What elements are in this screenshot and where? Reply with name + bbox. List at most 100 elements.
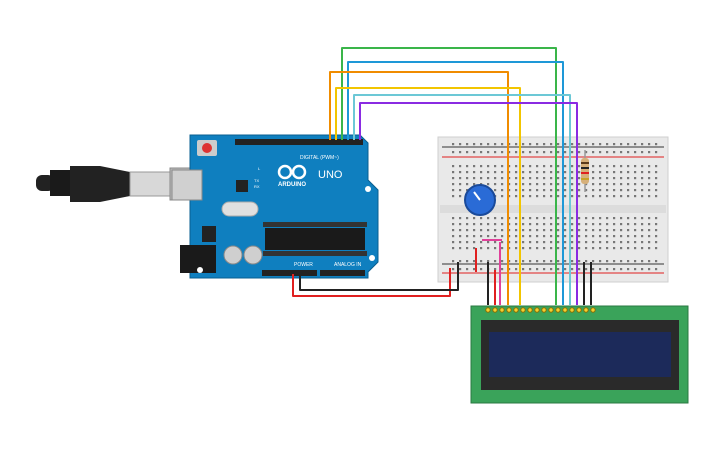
breadboard-hole[interactable] <box>543 189 546 192</box>
breadboard-hole[interactable] <box>536 165 539 168</box>
breadboard-hole[interactable] <box>613 241 616 244</box>
rail-hole[interactable] <box>634 260 637 263</box>
breadboard-hole[interactable] <box>620 189 623 192</box>
breadboard-hole[interactable] <box>515 223 518 226</box>
rail-hole[interactable] <box>452 151 455 154</box>
rail-hole[interactable] <box>634 268 637 271</box>
breadboard-hole[interactable] <box>452 177 455 180</box>
breadboard-hole[interactable] <box>606 247 609 250</box>
breadboard-hole[interactable] <box>606 171 609 174</box>
breadboard-hole[interactable] <box>606 223 609 226</box>
breadboard-hole[interactable] <box>508 241 511 244</box>
breadboard-hole[interactable] <box>571 183 574 186</box>
breadboard-hole[interactable] <box>564 223 567 226</box>
analog-header[interactable] <box>320 270 365 276</box>
breadboard-hole[interactable] <box>613 235 616 238</box>
breadboard-hole[interactable] <box>522 247 525 250</box>
breadboard-hole[interactable] <box>494 241 497 244</box>
breadboard-hole[interactable] <box>599 223 602 226</box>
breadboard-hole[interactable] <box>473 183 476 186</box>
breadboard-hole[interactable] <box>627 235 630 238</box>
breadboard-hole[interactable] <box>655 223 658 226</box>
breadboard-hole[interactable] <box>543 241 546 244</box>
breadboard-hole[interactable] <box>452 189 455 192</box>
breadboard-hole[interactable] <box>592 217 595 220</box>
breadboard-hole[interactable] <box>655 189 658 192</box>
breadboard-hole[interactable] <box>620 195 623 198</box>
rail-hole[interactable] <box>585 260 588 263</box>
breadboard-hole[interactable] <box>599 183 602 186</box>
breadboard-hole[interactable] <box>480 165 483 168</box>
rail-hole[interactable] <box>515 151 518 154</box>
rail-hole[interactable] <box>536 268 539 271</box>
rail-hole[interactable] <box>592 260 595 263</box>
breadboard-hole[interactable] <box>522 171 525 174</box>
breadboard-hole[interactable] <box>550 229 553 232</box>
rail-hole[interactable] <box>536 151 539 154</box>
breadboard-hole[interactable] <box>641 247 644 250</box>
lcd-pin[interactable] <box>485 307 491 313</box>
breadboard-hole[interactable] <box>627 247 630 250</box>
breadboard-hole[interactable] <box>620 177 623 180</box>
breadboard-hole[interactable] <box>501 247 504 250</box>
rail-hole[interactable] <box>452 268 455 271</box>
breadboard-hole[interactable] <box>634 195 637 198</box>
breadboard-hole[interactable] <box>487 247 490 250</box>
rail-hole[interactable] <box>522 260 525 263</box>
breadboard-hole[interactable] <box>578 247 581 250</box>
rail-hole[interactable] <box>494 260 497 263</box>
rail-hole[interactable] <box>508 268 511 271</box>
breadboard-hole[interactable] <box>599 195 602 198</box>
breadboard-hole[interactable] <box>501 195 504 198</box>
rail-hole[interactable] <box>627 260 630 263</box>
breadboard-hole[interactable] <box>571 177 574 180</box>
breadboard-hole[interactable] <box>641 171 644 174</box>
breadboard-hole[interactable] <box>557 235 560 238</box>
breadboard-hole[interactable] <box>592 223 595 226</box>
breadboard-hole[interactable] <box>620 171 623 174</box>
rail-hole[interactable] <box>599 268 602 271</box>
rail-hole[interactable] <box>564 143 567 146</box>
breadboard-hole[interactable] <box>536 241 539 244</box>
breadboard-hole[interactable] <box>487 217 490 220</box>
rail-hole[interactable] <box>571 268 574 271</box>
arduino-uno-board[interactable]: ARDUINO UNO DIGITAL (PWM~) ANALOG IN POW… <box>171 134 379 279</box>
breadboard-hole[interactable] <box>578 217 581 220</box>
rail-hole[interactable] <box>578 260 581 263</box>
rail-hole[interactable] <box>557 143 560 146</box>
breadboard-hole[interactable] <box>466 247 469 250</box>
breadboard-hole[interactable] <box>578 165 581 168</box>
breadboard-hole[interactable] <box>459 177 462 180</box>
breadboard-hole[interactable] <box>571 165 574 168</box>
breadboard-hole[interactable] <box>543 247 546 250</box>
breadboard-hole[interactable] <box>480 247 483 250</box>
lcd-pin[interactable] <box>548 307 554 313</box>
breadboard-hole[interactable] <box>655 229 658 232</box>
breadboard-hole[interactable] <box>585 247 588 250</box>
breadboard-hole[interactable] <box>501 171 504 174</box>
rail-hole[interactable] <box>529 151 532 154</box>
breadboard-hole[interactable] <box>529 171 532 174</box>
breadboard-hole[interactable] <box>466 171 469 174</box>
breadboard-hole[interactable] <box>536 235 539 238</box>
breadboard-hole[interactable] <box>508 235 511 238</box>
breadboard-hole[interactable] <box>648 235 651 238</box>
lcd-pin[interactable] <box>513 307 519 313</box>
breadboard-hole[interactable] <box>522 223 525 226</box>
breadboard-hole[interactable] <box>634 189 637 192</box>
rail-hole[interactable] <box>459 260 462 263</box>
breadboard-hole[interactable] <box>459 217 462 220</box>
breadboard-hole[interactable] <box>536 189 539 192</box>
rail-hole[interactable] <box>550 143 553 146</box>
breadboard-hole[interactable] <box>529 189 532 192</box>
breadboard-hole[interactable] <box>536 183 539 186</box>
breadboard-hole[interactable] <box>620 183 623 186</box>
breadboard-hole[interactable] <box>648 195 651 198</box>
breadboard-hole[interactable] <box>620 229 623 232</box>
breadboard-hole[interactable] <box>627 195 630 198</box>
wire-blue[interactable] <box>347 61 564 305</box>
breadboard-hole[interactable] <box>557 171 560 174</box>
breadboard-hole[interactable] <box>543 195 546 198</box>
breadboard-hole[interactable] <box>620 217 623 220</box>
breadboard-hole[interactable] <box>585 235 588 238</box>
